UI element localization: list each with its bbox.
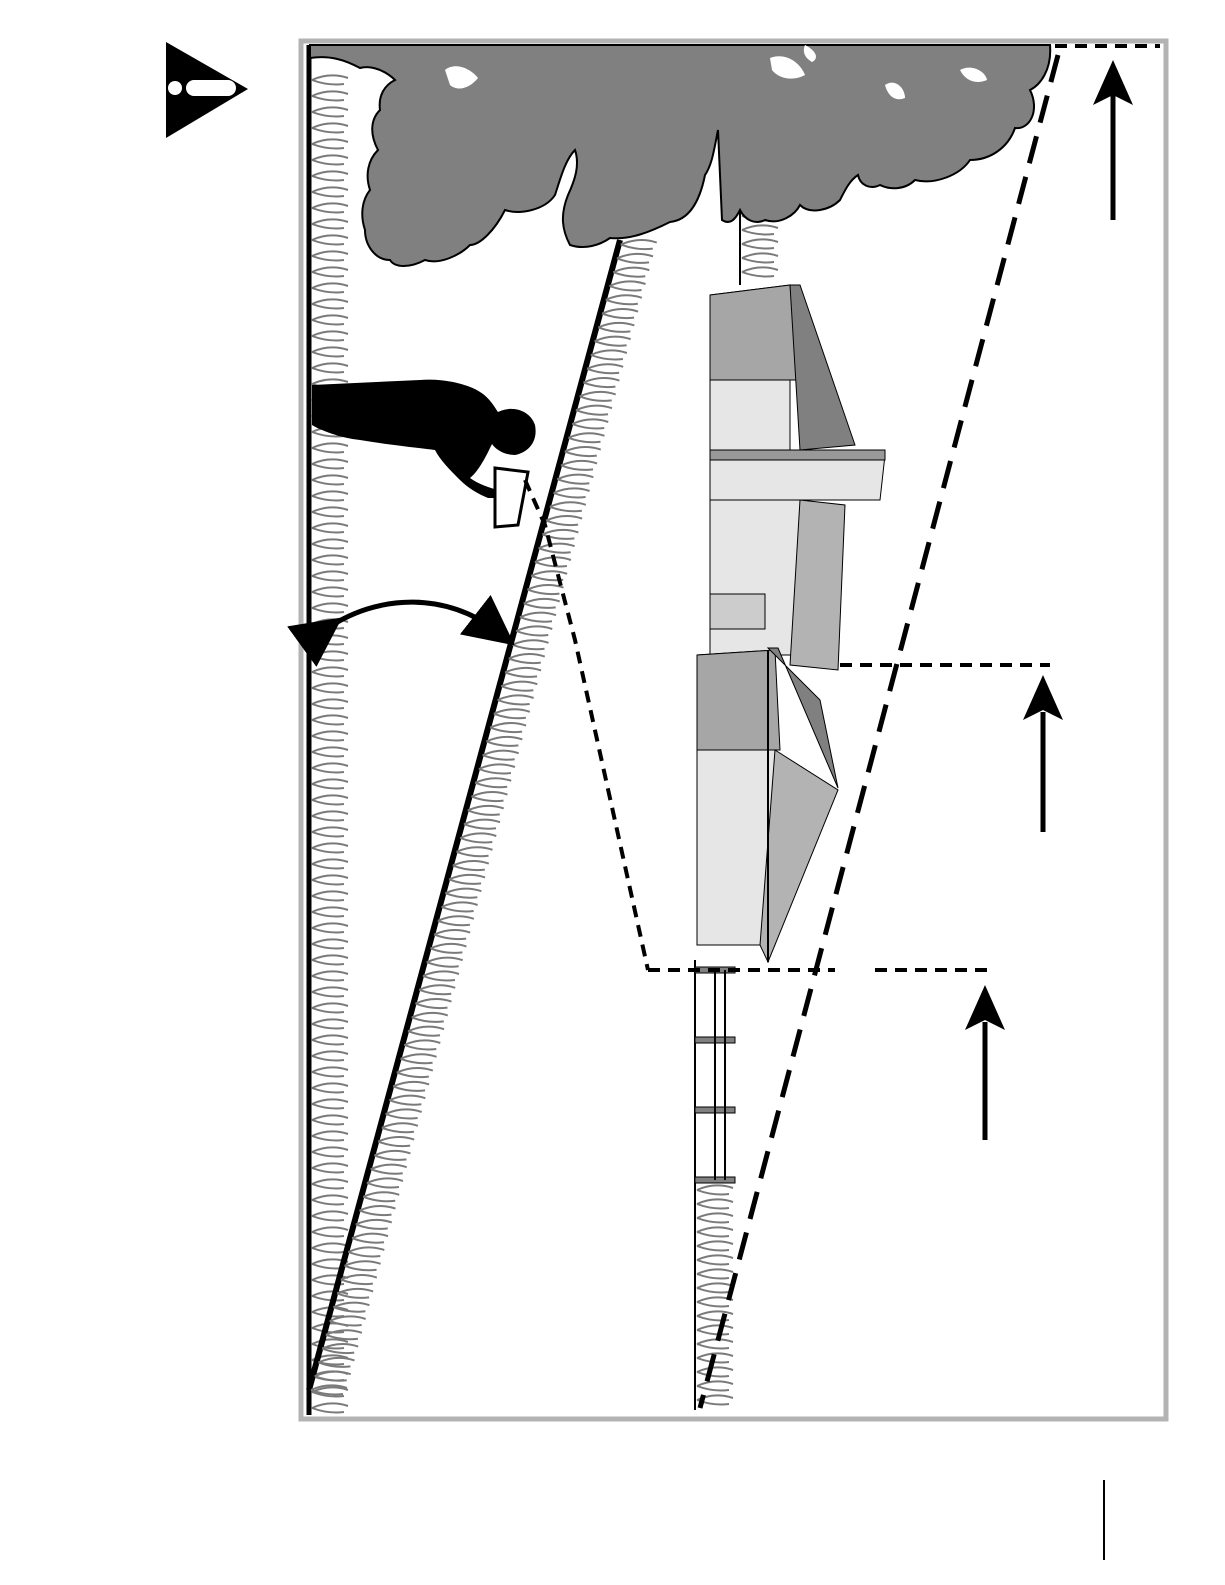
exclamation-warning-icon — [166, 42, 248, 138]
